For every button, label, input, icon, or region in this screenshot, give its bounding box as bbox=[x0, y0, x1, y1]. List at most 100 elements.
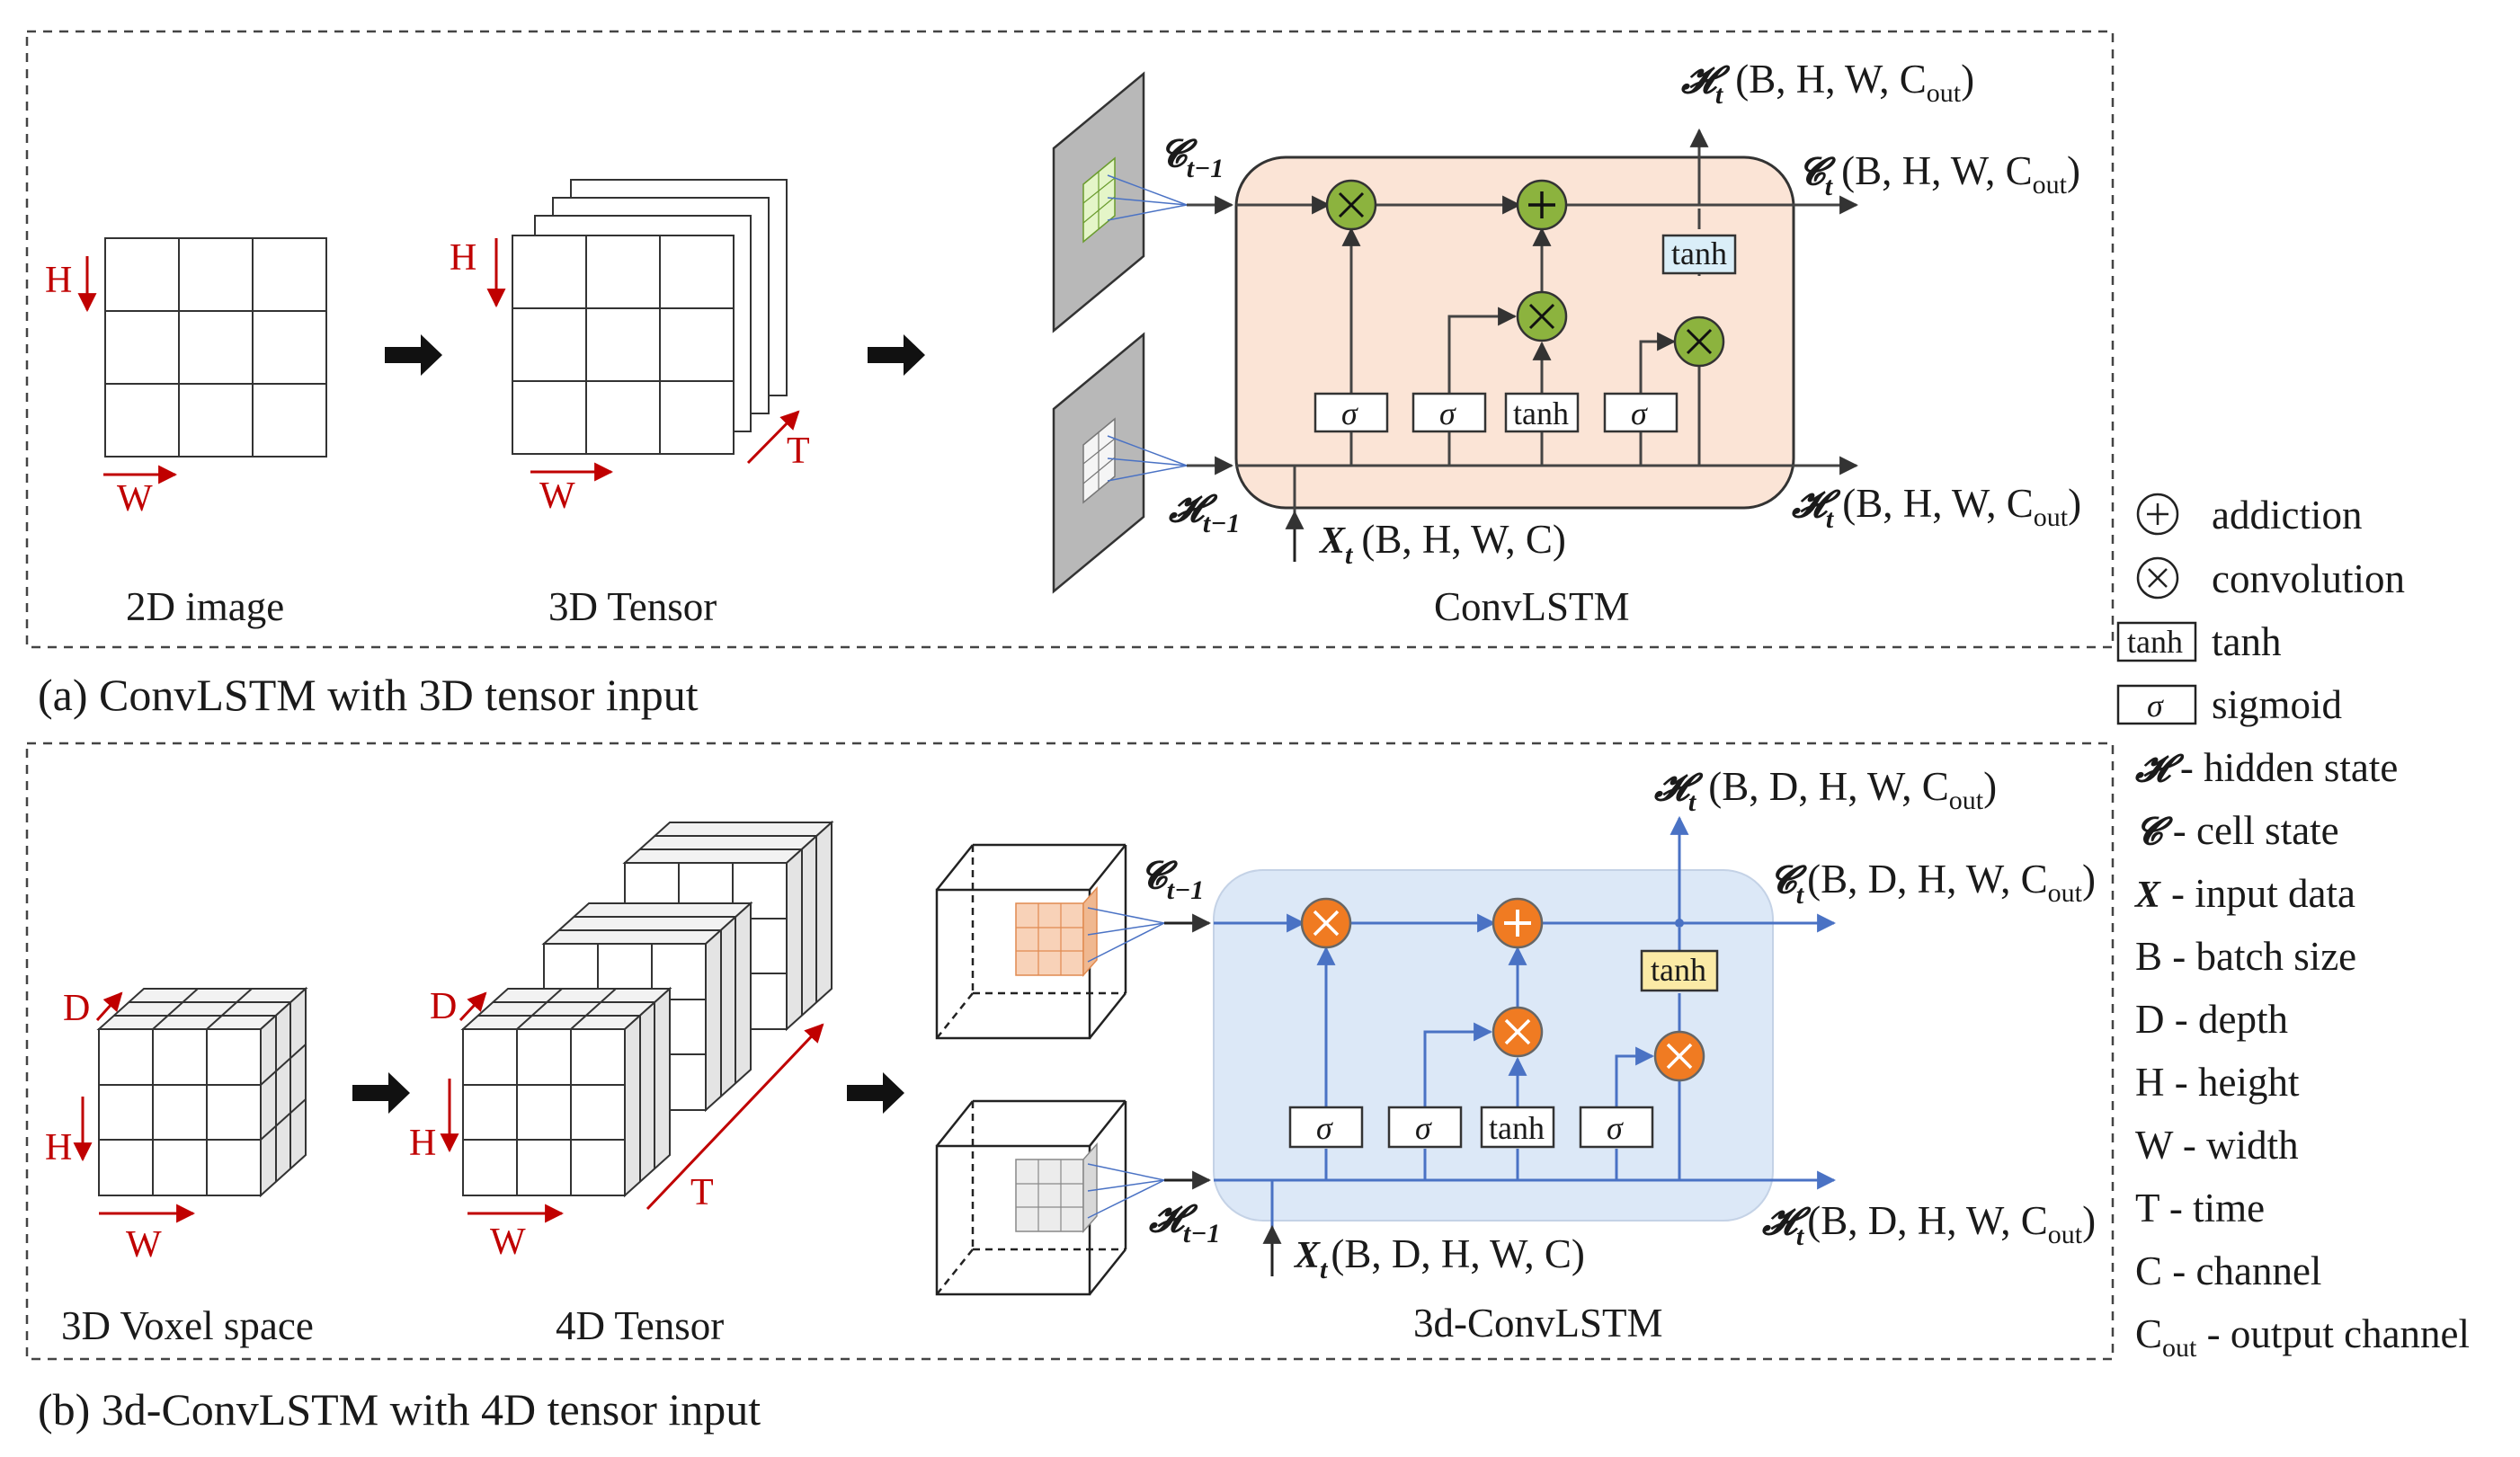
legend-input-data: X- input data bbox=[2133, 871, 2355, 916]
legend-tanh-icon: tanh bbox=[2116, 621, 2197, 662]
svg-text:σ: σ bbox=[2147, 688, 2164, 724]
sigma-gate-1-a: σ bbox=[1313, 392, 1389, 433]
tanh-gate-b: tanh bbox=[1480, 1106, 1555, 1149]
label-voxel-space: 3D Voxel space bbox=[61, 1303, 314, 1348]
junction-dot-b bbox=[1675, 919, 1684, 928]
legend-cell-state: 𝓒- cell state bbox=[2135, 808, 2339, 853]
svg-text:tanh: tanh bbox=[1513, 395, 1569, 431]
legend-depth: D - depth bbox=[2135, 997, 2288, 1042]
label-2d-image: 2D image bbox=[126, 584, 284, 629]
legend-channel: C - channel bbox=[2135, 1248, 2321, 1293]
legend-output-channel: Cout - output channel bbox=[2135, 1311, 2470, 1363]
svg-text:σ: σ bbox=[1439, 395, 1456, 431]
legend-add-icon bbox=[2136, 493, 2179, 536]
sigma-gate-1-b: σ bbox=[1288, 1106, 1364, 1149]
flow-arrow-a2 bbox=[868, 334, 925, 376]
legend-time: T - time bbox=[2135, 1186, 2265, 1230]
axis-d-label-b2: D bbox=[430, 986, 457, 1027]
legend-conv-icon bbox=[2136, 556, 2179, 600]
svg-text:σ: σ bbox=[1316, 1110, 1333, 1146]
conv-gate-output-b bbox=[1653, 1030, 1705, 1082]
legend: addiction convolution tanh tanh σ sigmoi… bbox=[2116, 493, 2470, 1363]
axis-w-label-b1: W bbox=[126, 1224, 162, 1266]
voxel-cube bbox=[96, 986, 308, 1198]
axis-h-label-a2: H bbox=[450, 237, 476, 279]
flow-arrow-b2 bbox=[847, 1072, 904, 1114]
h-prev-label-b: 𝓗t−1 bbox=[1149, 1199, 1220, 1248]
c-prev-label-a: 𝓒t−1 bbox=[1160, 134, 1224, 183]
sigma-gate-2-b: σ bbox=[1387, 1106, 1463, 1149]
c-prev-label-b: 𝓒t−1 bbox=[1140, 856, 1204, 905]
h-prev-label-a: 𝓗t−1 bbox=[1169, 489, 1240, 538]
conv-gate-output-a bbox=[1673, 315, 1725, 368]
h-out-top-label-b: 𝓗t(B, D, H, W, Cout) bbox=[1654, 764, 1997, 817]
panel-a-frame bbox=[25, 30, 2115, 649]
axis-t-label-b2: T bbox=[690, 1172, 714, 1213]
x-input-label-b: Xt(B, D, H, W, C) bbox=[1293, 1231, 1585, 1284]
label-3d-tensor: 3D Tensor bbox=[548, 584, 717, 629]
feature-cube-c-b bbox=[935, 843, 1165, 1040]
tanh-label-out-b: tanh bbox=[1651, 952, 1706, 988]
add-gate-a bbox=[1516, 179, 1568, 231]
caption-panel-b: (b) 3d-ConvLSTM with 4D tensor input bbox=[38, 1384, 761, 1435]
sigma-gate-2-a: σ bbox=[1411, 392, 1487, 433]
add-gate-b bbox=[1492, 897, 1544, 949]
feature-cube-h-b bbox=[935, 1099, 1165, 1296]
axis-d-arrow-b2 bbox=[459, 991, 487, 1022]
tanh-box-out-a bbox=[1661, 234, 1737, 275]
legend-addiction: addiction bbox=[2212, 493, 2362, 537]
conv-gate-input-a bbox=[1516, 290, 1568, 342]
svg-text:tanh: tanh bbox=[1489, 1110, 1545, 1146]
conv-gate-input-b bbox=[1492, 1006, 1544, 1058]
axis-t-arrow-b2 bbox=[646, 1023, 824, 1211]
legend-height: H - height bbox=[2135, 1060, 2300, 1105]
legend-hidden-state: 𝓗- hidden state bbox=[2135, 745, 2398, 790]
legend-convolution: convolution bbox=[2212, 556, 2405, 601]
axis-t-arrow-a2 bbox=[746, 410, 800, 465]
axis-d-arrow-b1 bbox=[95, 991, 123, 1022]
svg-text:σ: σ bbox=[1415, 1110, 1432, 1146]
h-out-right-label-b: 𝓗t(B, D, H, W, Cout) bbox=[1762, 1198, 2096, 1251]
label-convlstm: ConvLSTM bbox=[1434, 584, 1630, 629]
feature-map-c-a bbox=[1052, 71, 1188, 333]
label-3d-convlstm: 3d-ConvLSTM bbox=[1413, 1301, 1663, 1346]
axis-w-label-a2: W bbox=[539, 475, 575, 517]
sigma-gate-3-b: σ bbox=[1579, 1106, 1654, 1149]
axis-d-label-b1: D bbox=[63, 988, 90, 1029]
h-out-top-label-a: 𝓗t(B, H, W, Cout) bbox=[1681, 57, 1974, 110]
caption-panel-a: (a) ConvLSTM with 3D tensor input bbox=[38, 670, 699, 720]
conv-gate-forget-a bbox=[1325, 179, 1377, 231]
axis-h-label-b1: H bbox=[45, 1127, 72, 1168]
flow-arrow-b1 bbox=[352, 1072, 410, 1114]
sigma-gate-3-a: σ bbox=[1603, 392, 1679, 433]
svg-text:σ: σ bbox=[1341, 395, 1358, 431]
stacked-grid-3d-tensor bbox=[512, 179, 788, 455]
legend-batch-size: B - batch size bbox=[2135, 934, 2356, 979]
tanh-box-out-b bbox=[1640, 949, 1719, 992]
flow-arrow-a1 bbox=[385, 334, 442, 376]
h-out-right-label-a: 𝓗t(B, H, W, Cout) bbox=[1792, 481, 2081, 534]
tanh-gate-a: tanh bbox=[1504, 392, 1580, 433]
svg-text:σ: σ bbox=[1607, 1110, 1624, 1146]
grid-2d-image bbox=[104, 237, 327, 458]
c-out-label-b: 𝓒t(B, D, H, W, Cout) bbox=[1769, 857, 2096, 910]
label-4d-tensor: 4D Tensor bbox=[556, 1303, 724, 1348]
conv-gate-forget-b bbox=[1300, 897, 1352, 949]
legend-sigmoid-icon: σ bbox=[2116, 684, 2197, 725]
legend-sigmoid: sigmoid bbox=[2212, 682, 2342, 727]
feature-map-h-a bbox=[1052, 332, 1188, 594]
svg-text:σ: σ bbox=[1631, 395, 1648, 431]
axis-w-label-b2: W bbox=[490, 1222, 526, 1263]
axis-h-label-b2: H bbox=[409, 1123, 436, 1164]
panel-b-frame bbox=[25, 742, 2115, 1361]
legend-width: W - width bbox=[2135, 1123, 2299, 1168]
legend-tanh: tanh bbox=[2212, 619, 2281, 664]
x-input-label-a: Xt(B, H, W, C) bbox=[1318, 517, 1566, 570]
axis-t-label-a2: T bbox=[787, 431, 810, 472]
stacked-cubes-4d-tensor bbox=[460, 820, 834, 1198]
convlstm3d-flow-lines bbox=[1164, 815, 1837, 1227]
axis-w-label-a1: W bbox=[117, 478, 153, 520]
tanh-label-out-a: tanh bbox=[1671, 235, 1727, 271]
